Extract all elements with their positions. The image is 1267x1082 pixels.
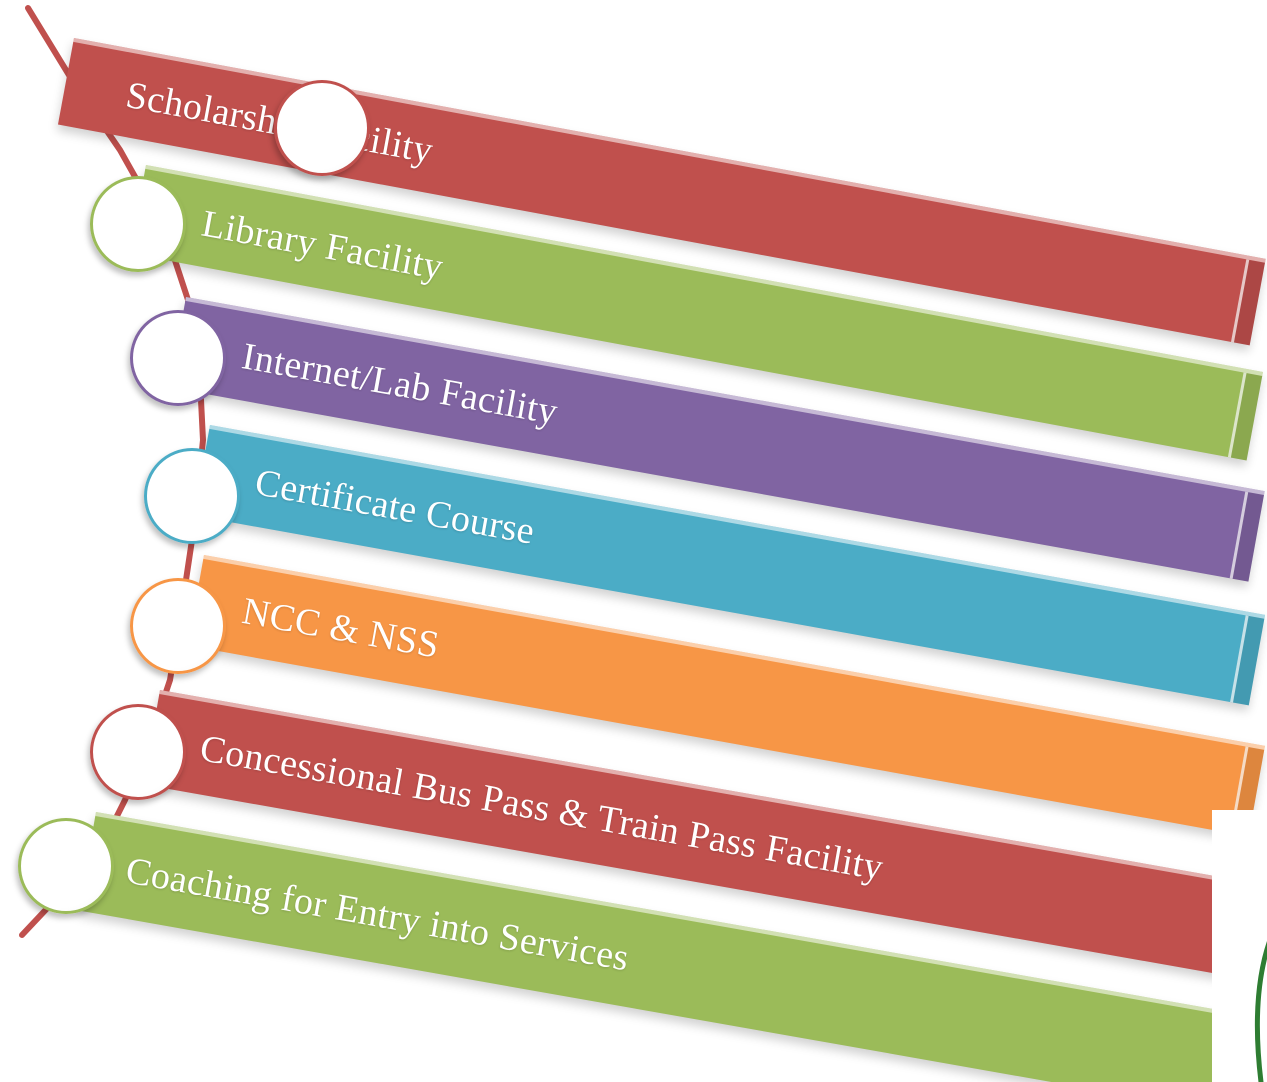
band-label-ncc-nss: NCC & NSS bbox=[239, 590, 443, 667]
marker-circle-scholarship bbox=[274, 80, 370, 176]
marker-circle-coaching bbox=[18, 818, 114, 914]
marker-circle-ncc-nss bbox=[130, 578, 226, 674]
marker-circle-certificate-course bbox=[144, 448, 240, 544]
marker-circle-concessional-pass bbox=[90, 704, 186, 800]
leaf-icon bbox=[1254, 941, 1267, 1082]
marker-circle-library bbox=[90, 176, 186, 272]
marker-circle-internet-lab bbox=[130, 310, 226, 406]
